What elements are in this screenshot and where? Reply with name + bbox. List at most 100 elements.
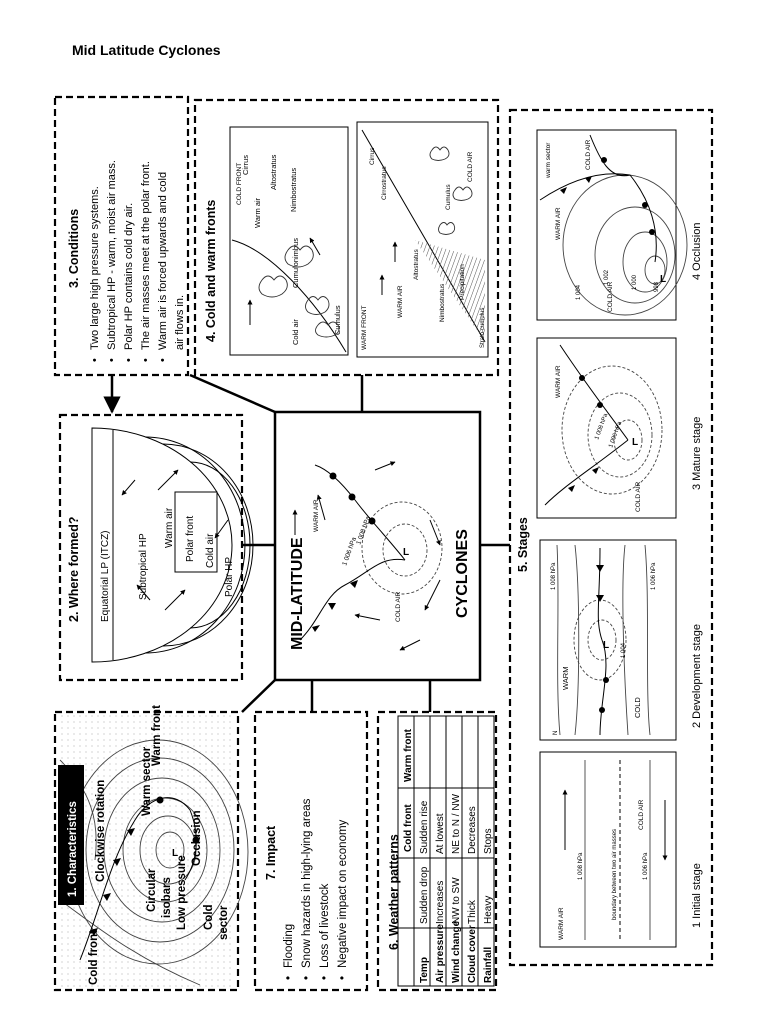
occ-front-symbols	[560, 157, 655, 235]
impact-bullet-3: •	[319, 976, 331, 980]
ann-isobars: isobars	[161, 877, 173, 918]
where-formed-heading: 2. Where formed?	[67, 516, 81, 622]
fronts-frame	[193, 98, 500, 377]
wf-nimbostratus: Nimbostratus	[439, 283, 446, 322]
link-center-characteristics	[241, 679, 276, 713]
weather-row-4-cold: Thick	[467, 899, 478, 924]
init-iso-1006-label: 1 006 hPa	[643, 852, 649, 880]
cf-warm-air: Warm air	[253, 197, 262, 228]
conditions-heading: 3. Conditions	[67, 209, 81, 288]
polar-front-label: Polar front	[185, 516, 196, 562]
dev-iso-a	[556, 544, 561, 736]
impact-text-3: Loss of livestock	[319, 883, 331, 968]
conditions-text-4: The air masses meet at the polar front.	[140, 161, 152, 350]
initial-diagram	[539, 751, 677, 948]
wf-cirrus: Cirrus	[369, 147, 376, 165]
wf-clouds	[429, 146, 473, 235]
center-warm-front	[314, 464, 406, 561]
synoptic-isobars	[59, 739, 249, 986]
wf-label: WARM FRONT	[361, 305, 368, 350]
init-arrows	[562, 789, 668, 861]
impact-bullet-1: •	[283, 976, 295, 980]
mat-iso-1	[613, 419, 643, 461]
center-isobar-outer	[361, 501, 443, 595]
occ-low: L	[660, 274, 666, 285]
cf-cumulonimbus: Cumulonimbus	[291, 238, 300, 288]
weather-row-3-label: Wind change	[451, 920, 462, 983]
weather-row-4-label: Cloud cover	[467, 925, 478, 983]
where-formed-frame	[58, 413, 244, 682]
impact-text-1: Flooding	[283, 924, 295, 968]
weather-row-1-label: Temp	[419, 957, 430, 983]
conditions-text-2: Subtropical HP - warm, moist air mass.	[106, 160, 118, 350]
characteristics-heading-bg	[58, 765, 84, 905]
init-iso-1008-label: 1 008 hPa	[578, 852, 584, 880]
mature-diagram	[536, 337, 677, 519]
center-panel: MID-LATITUDE CYCLONES L 1 006 hPa 1 008 …	[273, 410, 482, 682]
occ-iso-4	[562, 174, 688, 316]
wf-precipitation-fill	[415, 240, 485, 342]
occ-warm-sector: warm sector	[545, 142, 552, 179]
impact-frame	[253, 710, 369, 992]
conditions-frame	[53, 95, 190, 377]
synoptic-low: L	[172, 848, 178, 859]
warm-air-label: Warm air	[164, 507, 175, 548]
weather-row-3-warm: NE to N / NW	[451, 793, 462, 854]
weather-panel: 6. Weather patterns Cold front Warm fron…	[376, 710, 498, 992]
cold-front-diagram	[229, 126, 349, 356]
itcz-label: Equatorial LP (ITCZ)	[100, 530, 111, 622]
polar-line	[189, 461, 251, 629]
init-warm-air: WARM AIR	[558, 907, 565, 940]
where-formed-panel: 2. Where formed? Equatorial LP (ITCZ) Su…	[58, 413, 254, 682]
wf-arrows	[379, 241, 398, 295]
stage-label-1: 1 Initial stage	[691, 863, 703, 928]
occ-warm-front	[589, 134, 631, 177]
ann-sector: sector	[218, 905, 230, 940]
weather-row-3-cold: NW to SW	[451, 877, 462, 924]
conditions-bullet-5: •	[157, 358, 169, 362]
dev-front	[597, 547, 607, 736]
wf-altostratus: Altostratus	[413, 249, 420, 280]
stages-heading: 5. Stages	[516, 517, 530, 572]
mat-iso-1008: 1 008 hPa	[594, 412, 609, 440]
stages-frame	[508, 108, 714, 967]
stages-panel: 5. Stages warm sector COLD AIR WARM AIR …	[508, 108, 714, 967]
occ-iso-998: 998	[654, 281, 660, 292]
occ-cold-air-bottom: COLD AIR	[607, 281, 614, 312]
cold-air-label: Cold air	[205, 533, 216, 568]
occ-cold-air-top: COLD AIR	[585, 139, 592, 170]
dev-iso-1006: 1 006 hPa	[651, 562, 657, 590]
weather-row-5-warm: Stops	[483, 828, 494, 854]
impact-panel: 7. Impact • Flooding • Snow hazards in h…	[253, 710, 369, 992]
impact-text-2: Snow hazards in high-lying areas	[301, 798, 313, 968]
occ-iso-2	[622, 231, 668, 293]
cf-arrows	[247, 237, 321, 325]
conditions-bullet-2: •	[106, 358, 118, 362]
center-title-2: CYCLONES	[454, 529, 471, 618]
polar-hp-label: Polar HP	[224, 557, 235, 597]
cold-front-boundary	[231, 239, 347, 353]
impact-bullet-4: •	[337, 976, 349, 980]
init-cold-air: COLD AIR	[638, 799, 645, 830]
impact-heading: 7. Impact	[264, 825, 278, 880]
conditions-bullet-1: •	[89, 358, 101, 362]
characteristics-heading: 1. Characteristics	[67, 801, 79, 897]
dev-front-symbols	[596, 565, 609, 713]
center-cold-front	[299, 558, 406, 641]
ann-low-pressure: Low pressure	[176, 855, 188, 930]
center-wind-arrows	[292, 461, 441, 651]
wf-stratocumulus: Strato-cumulus	[480, 308, 486, 348]
center-warm-air: WARM AIR	[313, 499, 320, 532]
dev-iso-c	[622, 544, 629, 736]
warm-front-diagram	[356, 121, 489, 358]
center-title-1: MID-LATITUDE	[289, 537, 306, 650]
ann-warm-sector: Warm sector	[141, 746, 153, 816]
ann-cold: Cold	[203, 904, 215, 930]
weather-heading: 6. Weather patterns	[387, 834, 401, 950]
conditions-text-3: Polar HP contains cold dry air.	[123, 203, 135, 350]
center-cold-air: COLD AIR	[395, 591, 402, 622]
ann-occlusion: Occlusion	[191, 810, 203, 866]
occ-iso-1002: 1 002	[604, 269, 610, 285]
occ-warm-air: WARM AIR	[555, 207, 562, 240]
